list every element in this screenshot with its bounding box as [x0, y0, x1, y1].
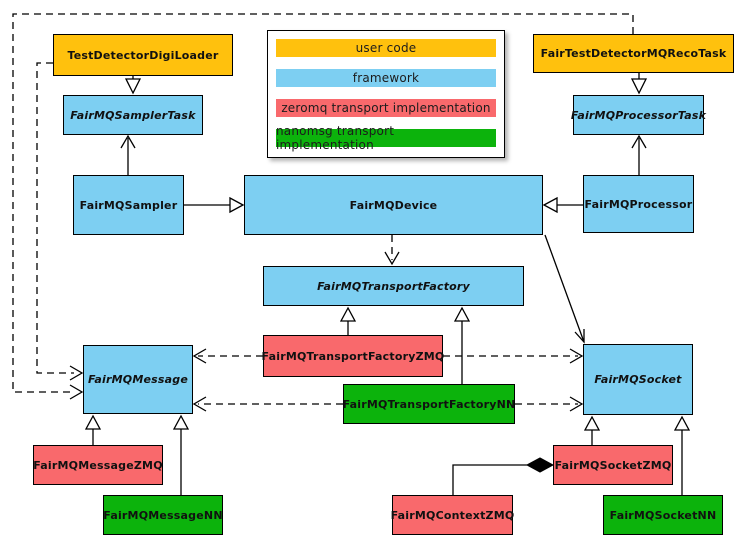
- edge-factorynn-socket: [515, 396, 584, 412]
- edge-device-socket: [544, 234, 585, 344]
- legend-item-label: zeromq transport implementation: [281, 101, 491, 115]
- node-fairmqprocessortask: FairMQProcessorTask: [570, 95, 707, 135]
- node-fairmqdevice: FairMQDevice: [244, 175, 543, 235]
- node-fairmqcontextzmq: FairMQContextZMQ: [390, 495, 515, 535]
- node-label: FairMQSocketZMQ: [554, 458, 672, 472]
- node-label: FairMQProcessorTask: [570, 108, 707, 122]
- node-fairmqtransportfactorynn: FairMQTransportFactoryNN: [343, 384, 515, 424]
- node-fairmqmessagenn: FairMQMessageNN: [103, 495, 223, 535]
- edge-sampler-device: [184, 196, 245, 214]
- legend-item-user-code: user code: [276, 39, 496, 57]
- node-label: FairMQMessageNN: [103, 508, 223, 522]
- edge-socketnn-socket: [673, 415, 691, 495]
- node-fairmqtransportfactory: FairMQTransportFactory: [263, 266, 524, 306]
- node-label: FairMQTransportFactory: [317, 279, 470, 293]
- edge-processor-device: [542, 196, 583, 214]
- node-label: FairMQDevice: [349, 198, 438, 212]
- node-fairmqmessagezmq: FairMQMessageZMQ: [33, 445, 163, 485]
- node-fairmqsocket: FairMQSocket: [583, 344, 693, 415]
- edge-messagezmq-message: [84, 414, 102, 445]
- node-label: FairMQSampler: [79, 198, 178, 212]
- edge-recotask-message: [12, 13, 634, 400]
- legend-item-label: framework: [352, 71, 420, 85]
- node-fairmqsamplertask: FairMQSamplerTask: [63, 95, 203, 135]
- edge-socketzmq-socket: [583, 415, 601, 445]
- legend-item-zeromq: zeromq transport implementation: [276, 99, 496, 117]
- legend-item-nanomsg: nanomsg transport implementation: [276, 124, 496, 152]
- legend: user code framework zeromq transport imp…: [267, 30, 505, 158]
- edge-sampler-samplertask: [120, 134, 136, 175]
- edge-processor-processortask: [631, 134, 647, 175]
- node-label: FairMQSamplerTask: [70, 108, 196, 122]
- edge-messagenn-message: [172, 414, 190, 495]
- node-label: FairMQMessage: [87, 373, 189, 386]
- edge-digiloader-samplertask: [124, 76, 142, 95]
- legend-item-framework: framework: [276, 69, 496, 87]
- node-label: TestDetectorDigiLoader: [67, 48, 219, 62]
- edge-factoryzmq-transportfactory: [339, 306, 357, 335]
- node-label: FairMQMessageZMQ: [33, 458, 163, 472]
- node-fairmqsocketnn: FairMQSocketNN: [603, 495, 723, 535]
- node-label: FairMQTransportFactoryZMQ: [261, 349, 445, 363]
- legend-item-label: user code: [355, 41, 417, 55]
- node-label: FairMQProcessor: [584, 197, 693, 211]
- node-fairmqtransportfactoryzmq: FairMQTransportFactoryZMQ: [261, 335, 445, 377]
- edge-recotask-processortask: [630, 73, 648, 95]
- node-label: FairMQSocket: [594, 373, 682, 386]
- edge-factoryzmq-message: [192, 348, 263, 364]
- node-label: FairMQSocketNN: [609, 508, 717, 522]
- node-fairmqprocessor: FairMQProcessor: [583, 175, 694, 233]
- node-fairmqmessage: FairMQMessage: [83, 345, 193, 414]
- node-label: FairTestDetectorMQRecoTask: [540, 47, 727, 60]
- edge-digiloader-message: [36, 62, 84, 381]
- edge-factoryzmq-socket: [443, 348, 584, 364]
- node-testdetectordigiloader: TestDetectorDigiLoader: [53, 34, 233, 76]
- edge-device-transportfactory: [384, 235, 400, 266]
- legend-item-label: nanomsg transport implementation: [276, 124, 395, 152]
- node-label: FairMQTransportFactoryNN: [342, 397, 516, 411]
- node-fairtestdetectormqrecotask: FairTestDetectorMQRecoTask: [533, 34, 734, 73]
- edge-contextzmq-socketzmq: [452, 457, 555, 495]
- node-fairmqsocketzmq: FairMQSocketZMQ: [553, 445, 673, 485]
- edge-factorynn-transportfactory: [453, 306, 471, 384]
- node-label: FairMQContextZMQ: [390, 508, 515, 522]
- edge-factorynn-message: [192, 396, 343, 412]
- node-fairmqsampler: FairMQSampler: [73, 175, 184, 235]
